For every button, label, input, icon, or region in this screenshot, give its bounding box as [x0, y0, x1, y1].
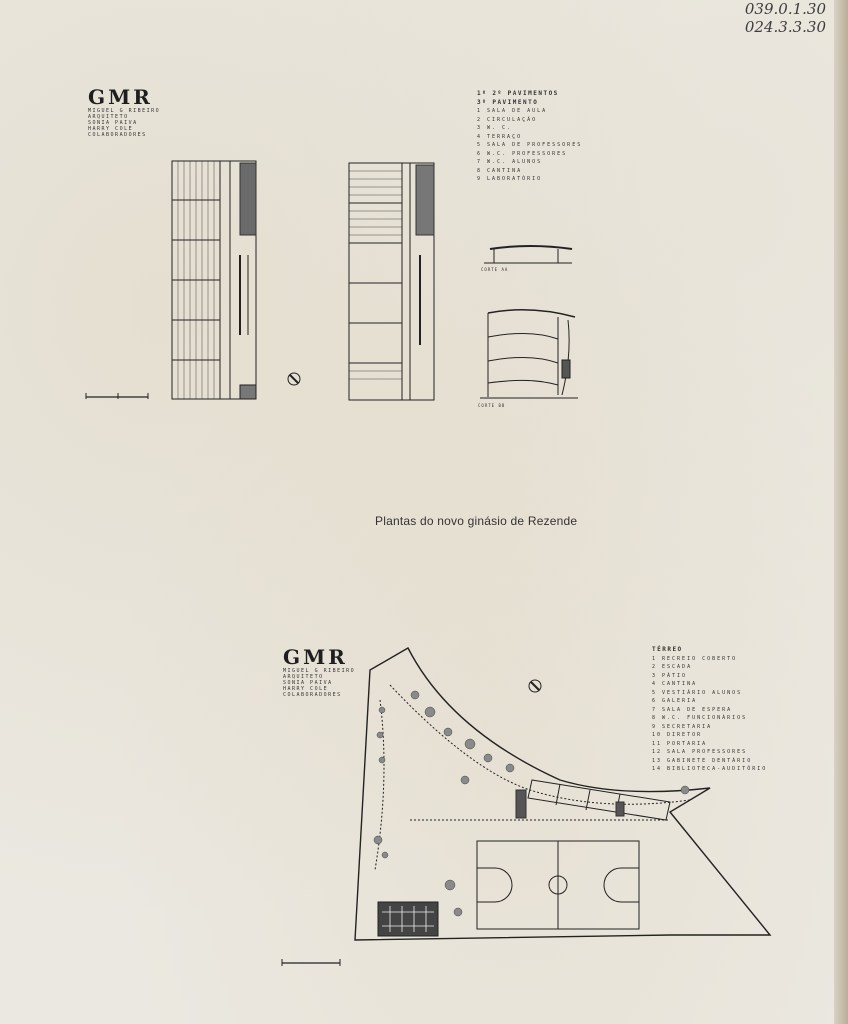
section-bb — [480, 309, 578, 399]
archive-code-2: 024.3.3.30 — [744, 18, 826, 36]
legend-item: 1 RECREIO COBERTO — [652, 655, 738, 662]
legend-item: 4 TERRAÇO — [477, 133, 523, 140]
site-plan-drawing — [281, 647, 772, 966]
caption: Plantas do novo ginásio de Rezende — [375, 514, 578, 528]
legend-heading: 1º 2º PAVIMENTOS — [477, 90, 559, 97]
page-edge — [834, 0, 848, 1024]
logo-line: ARQUITETO — [88, 114, 129, 120]
gmr-logo-bottom: GMR — [283, 645, 348, 669]
legend-item: 12 SALA PROFESSORES — [652, 749, 748, 755]
legend-item: 9 SECRETARIA — [652, 723, 713, 730]
logo-line: SONIA PAIVA — [283, 680, 333, 686]
gmr-logo-top: GMR — [88, 85, 153, 109]
logo-line: COLABORADORES — [88, 132, 147, 138]
logo-block-bottom: GMR MIGUEL G RIBEIRO ARQUITETO SONIA PAI… — [283, 646, 355, 698]
logo-line: COLABORADORES — [283, 692, 342, 698]
legend-item: 1 SALA DE AULA — [477, 108, 548, 114]
trees — [373, 690, 690, 917]
logo-line: HARRY COLE — [88, 126, 134, 132]
legend-item: 7 SALA DE ESPERA — [652, 706, 733, 713]
legend-item: 5 VESTIÁRIO ALUNOS — [652, 689, 743, 696]
legend-top: 1º 2º PAVIMENTOS 3º PAVIMENTO 1 SALA DE … — [477, 90, 582, 184]
legend-item: 8 CANTINA — [477, 167, 523, 174]
logo-line: ARQUITETO — [283, 674, 324, 680]
section-aa-label: CORTE AA — [481, 267, 509, 272]
legend-item: 4 CANTINA — [652, 681, 698, 687]
logo-block-top: GMR MIGUEL G RIBEIRO ARQUITETO SONIA PAI… — [88, 86, 160, 138]
legend-item: 7 W.C. ALUNOS — [477, 159, 543, 165]
legend-item: 8 W.C. FUNCIONÁRIOS — [652, 715, 748, 721]
legend-item: 2 CIRCULAÇÃO — [477, 116, 538, 123]
legend-bottom: TÉRREO 1 RECREIO COBERTO 2 ESCADA 3 PÁTI… — [652, 646, 767, 774]
legend-item: 9 LABORATÓRIO — [477, 176, 543, 182]
legend-item: 13 GABINETE DENTÁRIO — [652, 757, 753, 764]
archive-code-1: 039.0.1.30 — [744, 0, 826, 18]
legend-item: 5 SALA DE PROFESSORES — [477, 142, 583, 148]
logo-line: MIGUEL G RIBEIRO — [88, 108, 161, 114]
section-bb-label: CORTE BB — [478, 403, 506, 408]
legend-item: 14 BIBLIOTECA-AUDITÓRIO — [652, 766, 768, 772]
logo-line: SONIA PAIVA — [88, 120, 138, 126]
legend-item: 11 PORTARIA — [652, 740, 708, 747]
legend-item: 2 ESCADA — [652, 664, 693, 670]
logo-line: HARRY COLE — [283, 686, 329, 692]
site-boundary — [354, 647, 772, 941]
legend-heading: TÉRREO — [652, 646, 683, 653]
legend-item: 6 GALERIA — [652, 698, 698, 704]
logo-line: MIGUEL G RIBEIRO — [283, 668, 356, 674]
legend-item: 6 W.C. PROFESSORES — [477, 150, 568, 157]
legend-item: 10 DIRETOR — [652, 732, 703, 738]
legend-item: 3 W. C. — [477, 125, 513, 131]
plan-2-outline — [348, 162, 435, 401]
archive-codes: 039.0.1.30 024.3.3.30 — [745, 0, 826, 36]
legend-heading: 3º PAVIMENTO — [477, 98, 539, 106]
floor-plans-drawing — [85, 160, 578, 401]
legend-item: 3 PÁTIO — [652, 672, 688, 679]
